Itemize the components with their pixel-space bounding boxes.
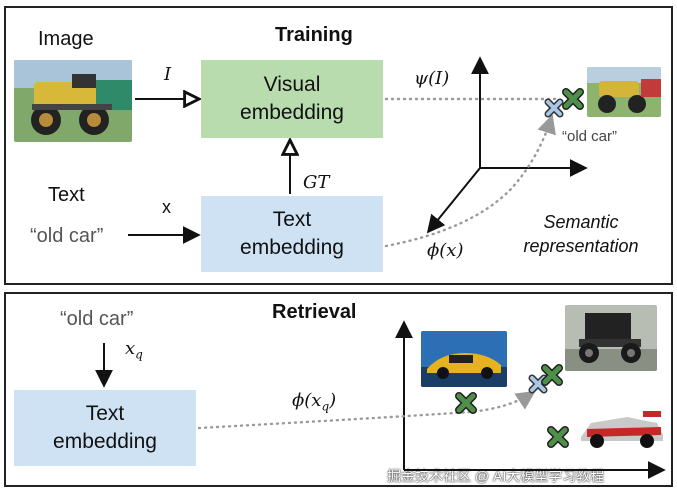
arrow-i-label: I: [164, 64, 172, 85]
query-projection-path: [197, 390, 536, 430]
psi-label: ψ(I): [414, 68, 450, 89]
green-cross-marker-antique: [541, 364, 563, 386]
blue-cross-marker-training: [544, 98, 564, 118]
retrieval-panel: [4, 292, 673, 487]
arrow-x-label: x: [162, 197, 171, 217]
antique-car-photo: [565, 305, 657, 371]
xq-label: xq: [125, 338, 143, 362]
sports-car-photo: [421, 331, 507, 387]
phi-xq-label: ϕ(xq): [292, 390, 337, 414]
retrieval-title: Retrieval: [272, 301, 357, 323]
query-text: “old car”: [60, 308, 134, 330]
phi-label: ϕ(x): [427, 240, 464, 261]
old-car-thumbnail: [587, 67, 661, 117]
green-cross-marker-race: [547, 426, 569, 448]
image-label: Image: [38, 28, 94, 50]
training-title: Training: [275, 24, 353, 46]
train-axis-z: [426, 167, 481, 234]
green-cross-marker-sports: [455, 392, 477, 414]
old-car-photo: [14, 60, 132, 142]
watermark: 掘金技术社区 @ AI大模型学习教程: [387, 468, 605, 484]
training-panel: [4, 6, 673, 285]
text-projection-path: [384, 114, 556, 248]
gt-label: GT: [303, 172, 330, 193]
race-car-photo: [577, 397, 665, 453]
old-car-caption: “old car”: [562, 128, 618, 145]
green-cross-marker-training: [562, 88, 584, 110]
text-value: “old car”: [30, 225, 104, 247]
text-label: Text: [48, 184, 85, 206]
